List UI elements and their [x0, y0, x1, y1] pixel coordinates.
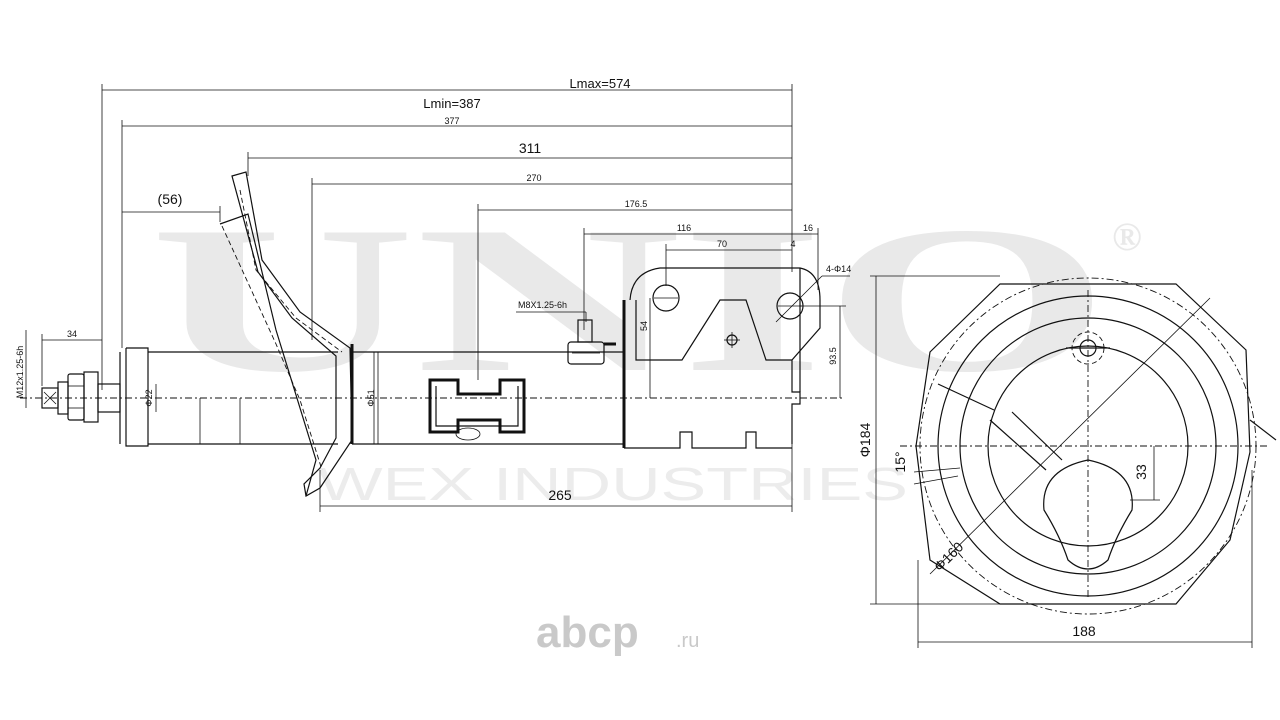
hose-bracket — [428, 378, 526, 434]
strut-side-view — [20, 171, 842, 497]
lmin-label: Lmin=387 — [423, 96, 480, 111]
dim-56-label: (56) — [158, 191, 183, 207]
knuckle-bracket — [629, 267, 821, 444]
dim-377-label: 377 — [444, 116, 459, 126]
thread-m12-label: M12x1.25-6h — [15, 346, 25, 399]
top-view — [900, 277, 1277, 615]
lmax-label: Lmax=574 — [569, 76, 630, 91]
dim-265-label: 265 — [548, 487, 572, 503]
dim-188-label: 188 — [1072, 623, 1096, 639]
m8-bracket — [567, 341, 605, 365]
dust-cap — [125, 347, 149, 447]
mount-center-boss — [1043, 459, 1133, 570]
thread-m8-label: M8X1.25-6h — [518, 300, 567, 310]
watermark-subtitle: WEX INDUSTRIES — [318, 458, 908, 510]
dim-116-label: 116 — [677, 223, 691, 233]
angle-15-label: 15° — [892, 451, 908, 472]
dim-33-label: 33 — [1133, 464, 1149, 480]
dim-4-label: 4 — [790, 239, 795, 249]
abcp-logo: abcp .ru — [536, 608, 699, 657]
abcp-logo-name: abcp — [536, 608, 639, 657]
abcp-logo-tld: .ru — [676, 630, 699, 652]
dim-34-label: 34 — [67, 329, 77, 339]
holes-label: 4-Φ14 — [826, 264, 851, 274]
unio-watermark: UNIO ® WEX INDUSTRIES — [150, 184, 1142, 510]
dim-935-label: 93.5 — [828, 347, 838, 365]
dim-311-label: 311 — [519, 140, 542, 156]
dim-16-label: 16 — [803, 223, 813, 233]
strut-dimensions: Lmax=574 Lmin=387 377 311 270 (56) 176.5… — [15, 76, 851, 512]
watermark-registered-mark: ® — [1112, 214, 1142, 259]
dim-22-label: Φ22 — [144, 389, 154, 406]
dim-51-label: Φ51 — [366, 389, 376, 406]
top-washer — [83, 371, 99, 423]
mount-outer-profile — [915, 283, 1251, 605]
dim-70-label: 70 — [717, 239, 727, 249]
dim-184-label: Φ184 — [857, 423, 873, 458]
dim-54-label: 54 — [639, 321, 649, 331]
dim-270-label: 270 — [526, 173, 541, 183]
dim-1765-label: 176.5 — [625, 199, 648, 209]
